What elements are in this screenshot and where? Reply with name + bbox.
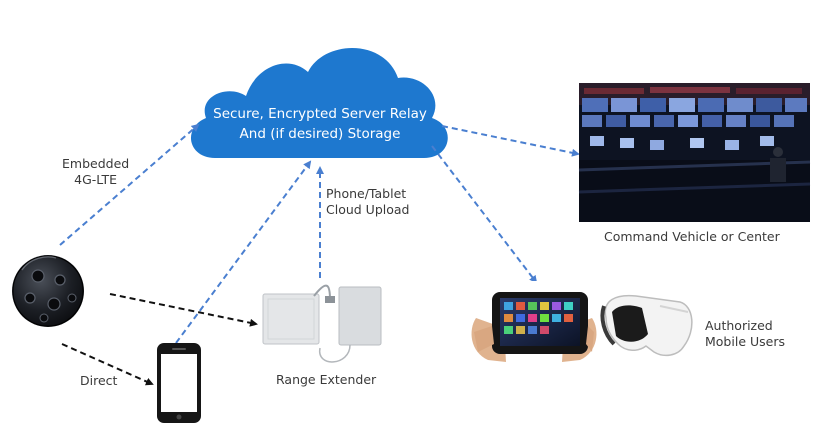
mobile-users-label-line2: Mobile Users: [705, 334, 785, 349]
link-camera-to-phone: [61, 343, 154, 386]
camera-360-icon: [12, 255, 84, 327]
phone-upload-label: Phone/Tablet Cloud Upload: [326, 186, 409, 218]
link-phone-to-cloud: [175, 160, 312, 344]
range-extender-icon: [262, 284, 382, 363]
cloud-label-line1: Secure, Encrypted Server Relay: [213, 106, 427, 122]
command-center-image: [578, 83, 811, 222]
cloud-shape: [190, 47, 448, 158]
link-cloud-to-mobile: [431, 145, 538, 284]
smartphone-icon: [157, 343, 201, 423]
mobile-users-label-line1: Authorized: [705, 318, 773, 333]
link-cloud-to-command: [441, 125, 580, 157]
embedded-lte-label-line1: Embedded: [62, 156, 130, 171]
link-camera-to-cloud: [59, 123, 200, 246]
direct-label: Direct: [80, 373, 118, 388]
embedded-lte-label: Embedded 4G-LTE: [62, 156, 129, 188]
cloud-label: Secure, Encrypted Server Relay And (if d…: [196, 104, 444, 144]
link-camera-to-extender: [109, 293, 258, 327]
mobile-users-label: Authorized Mobile Users: [705, 318, 785, 350]
tablet-icon: [471, 281, 597, 365]
phone-upload-label-line1: Phone/Tablet: [326, 186, 407, 201]
range-extender-label: Range Extender: [276, 372, 377, 387]
phone-upload-label-line2: Cloud Upload: [326, 202, 410, 217]
vr-headset-icon: [600, 294, 693, 357]
embedded-lte-label-line2: 4G-LTE: [74, 172, 118, 187]
command-center-label: Command Vehicle or Center: [604, 229, 780, 244]
cloud-label-line2: And (if desired) Storage: [239, 126, 401, 142]
